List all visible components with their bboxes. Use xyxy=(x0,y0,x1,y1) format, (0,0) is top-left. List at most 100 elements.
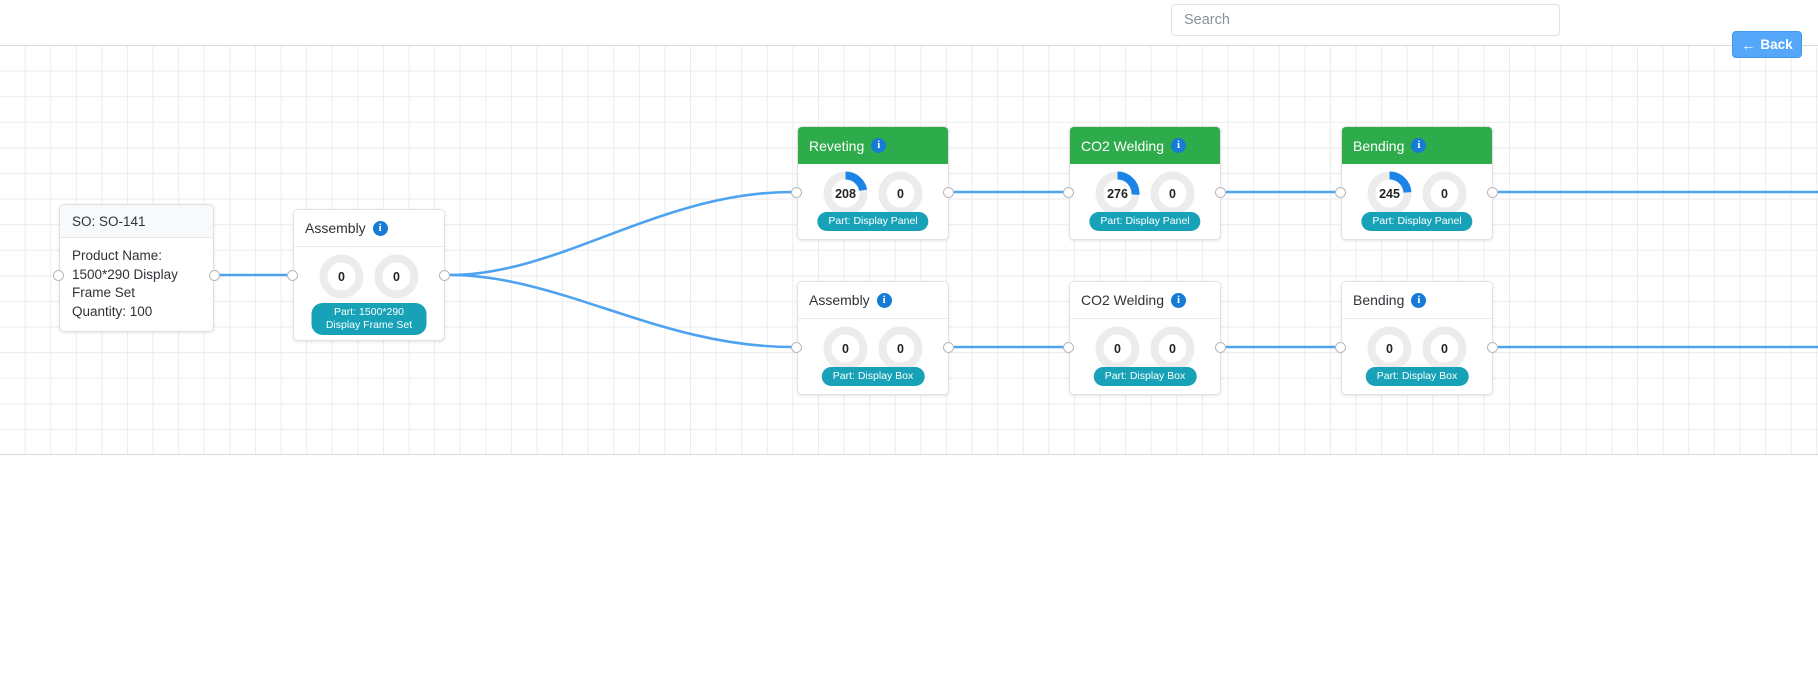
node-title: CO2 Welding xyxy=(1081,137,1165,154)
gauge-value: 276 xyxy=(1107,186,1128,201)
sales-order-title: SO: SO-141 xyxy=(60,205,213,238)
gauge-value: 208 xyxy=(835,186,856,201)
node-co2-welding-panel[interactable]: CO2 Welding i 276 0 Part: xyxy=(1069,126,1221,240)
node-title: Bending xyxy=(1353,137,1405,154)
part-badge[interactable]: Part: Display Panel xyxy=(817,212,929,231)
gauge-produced: 0 xyxy=(1367,326,1412,371)
gauge-pending: 0 xyxy=(1422,171,1467,216)
gauge-value: 0 xyxy=(842,341,849,356)
gauge-group: 245 0 xyxy=(1342,171,1492,216)
gauge-value: 0 xyxy=(1441,341,1448,356)
node-title: CO2 Welding xyxy=(1081,292,1165,308)
gauge-value: 0 xyxy=(897,186,904,201)
so-line-product-label: Product Name: xyxy=(72,248,163,263)
so-line-product-name-1: 1500*290 Display xyxy=(72,266,178,282)
port-bending-box-input[interactable] xyxy=(1335,342,1346,353)
port-assembly-box-input[interactable] xyxy=(791,342,802,353)
port-co2-welding-box-input[interactable] xyxy=(1063,342,1074,353)
port-so-input[interactable] xyxy=(53,270,64,281)
node-title: Bending xyxy=(1353,292,1405,308)
gauge-pending: 0 xyxy=(878,326,923,371)
port-so-output[interactable] xyxy=(209,270,220,281)
gauge-group: 0 0 xyxy=(798,326,948,371)
node-assembly-box[interactable]: Assembly i 0 0 Part: Display Box xyxy=(797,281,949,395)
part-badge[interactable]: Part: Display Panel xyxy=(1089,212,1201,231)
port-reveting-output[interactable] xyxy=(943,187,954,198)
info-icon[interactable]: i xyxy=(372,220,388,236)
node-header-co2-welding: CO2 Welding i xyxy=(1070,127,1220,164)
page-footer-area xyxy=(0,456,1818,683)
node-title: Assembly xyxy=(809,292,870,308)
edge-assembly-to-assembly-box xyxy=(448,273,794,349)
gauge-produced: 245 xyxy=(1367,171,1412,216)
port-assembly-root-input[interactable] xyxy=(287,270,298,281)
port-assembly-root-output[interactable] xyxy=(439,270,450,281)
gauge-produced: 0 xyxy=(823,326,868,371)
gauge-group: 0 0 xyxy=(1070,326,1220,371)
port-bending-output[interactable] xyxy=(1487,187,1498,198)
gauge-produced: 276 xyxy=(1095,171,1140,216)
node-reveting-panel[interactable]: Reveting i 208 0 Part: Dis xyxy=(797,126,949,240)
flow-canvas[interactable]: SO: SO-141 Product Name: 1500*290 Displa… xyxy=(0,45,1818,455)
node-title: Reveting xyxy=(809,137,865,154)
gauge-group: 276 0 xyxy=(1070,171,1220,216)
info-icon[interactable]: i xyxy=(1411,138,1427,153)
port-reveting-input[interactable] xyxy=(791,187,802,198)
top-bar xyxy=(0,0,1818,45)
sales-order-card[interactable]: SO: SO-141 Product Name: 1500*290 Displa… xyxy=(59,204,214,332)
gauge-produced: 0 xyxy=(319,254,364,299)
part-badge[interactable]: Part: Display Box xyxy=(821,367,925,386)
gauge-pending: 0 xyxy=(1150,326,1195,371)
port-co2-welding-box-output[interactable] xyxy=(1215,342,1226,353)
node-co2-welding-box[interactable]: CO2 Welding i 0 0 Part: Display Box xyxy=(1069,281,1221,395)
part-badge[interactable]: Part: Display Panel xyxy=(1361,212,1473,231)
gauge-group: 0 0 xyxy=(294,254,444,299)
port-assembly-box-output[interactable] xyxy=(943,342,954,353)
port-co2-welding-output[interactable] xyxy=(1215,187,1226,198)
back-button[interactable]: ← Back xyxy=(1732,31,1802,58)
gauge-value: 0 xyxy=(338,269,345,284)
gauge-value: 0 xyxy=(1114,341,1121,356)
part-badge[interactable]: Part: Display Box xyxy=(1093,367,1197,386)
node-assembly-root[interactable]: Assembly i 0 0 Part: 1500*290 Display F xyxy=(293,209,445,341)
arrow-left-icon: ← xyxy=(1741,36,1756,53)
so-line-product-name-2: Frame Set xyxy=(72,285,136,300)
node-title: Assembly xyxy=(305,220,366,236)
node-header-bending: Bending i xyxy=(1342,127,1492,164)
node-header-co2-welding-box: CO2 Welding i xyxy=(1070,282,1220,319)
port-bending-box-output[interactable] xyxy=(1487,342,1498,353)
port-bending-input[interactable] xyxy=(1335,187,1346,198)
node-header-bending-box: Bending i xyxy=(1342,282,1492,319)
gauge-value: 0 xyxy=(1169,341,1176,356)
gauge-value: 0 xyxy=(393,269,400,284)
edge-assembly-to-reveting xyxy=(448,190,794,277)
gauge-value: 0 xyxy=(1386,341,1393,356)
port-co2-welding-input[interactable] xyxy=(1063,187,1074,198)
info-icon[interactable]: i xyxy=(1171,138,1187,153)
search-input[interactable] xyxy=(1171,4,1560,36)
back-button-label: Back xyxy=(1760,37,1793,52)
gauge-pending: 0 xyxy=(1422,326,1467,371)
sales-order-details: Product Name: 1500*290 Display Frame Set… xyxy=(60,238,213,331)
gauge-value: 245 xyxy=(1379,186,1400,201)
node-bending-box[interactable]: Bending i 0 0 Part: Display Box xyxy=(1341,281,1493,395)
node-header-assembly-root: Assembly i xyxy=(294,210,444,247)
info-icon[interactable]: i xyxy=(1171,292,1187,308)
info-icon[interactable]: i xyxy=(1411,292,1427,308)
part-badge[interactable]: Part: Display Box xyxy=(1365,367,1469,386)
gauge-pending: 0 xyxy=(1150,171,1195,216)
gauge-value: 0 xyxy=(1441,186,1448,201)
gauge-produced: 208 xyxy=(823,171,868,216)
gauge-produced: 0 xyxy=(1095,326,1140,371)
gauge-value: 0 xyxy=(897,341,904,356)
node-header-reveting: Reveting i xyxy=(798,127,948,164)
info-icon[interactable]: i xyxy=(871,138,887,153)
part-badge[interactable]: Part: 1500*290 Display Frame Set xyxy=(311,303,427,335)
info-icon[interactable]: i xyxy=(876,292,892,308)
gauge-pending: 0 xyxy=(878,171,923,216)
node-header-assembly-box: Assembly i xyxy=(798,282,948,319)
so-line-quantity: Quantity: 100 xyxy=(72,303,153,319)
node-bending-panel[interactable]: Bending i 245 0 Part: Disp xyxy=(1341,126,1493,240)
gauge-group: 0 0 xyxy=(1342,326,1492,371)
